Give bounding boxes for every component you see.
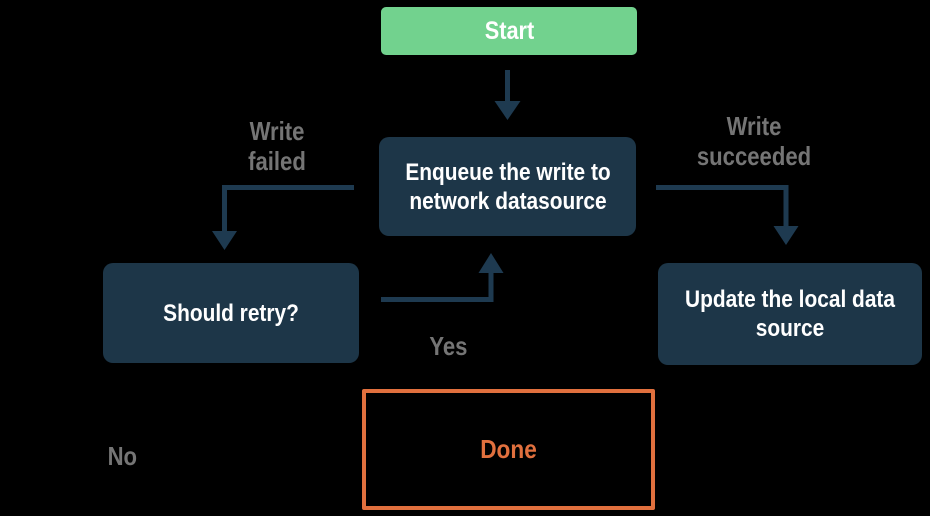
node-update-local-source: Update the local data source (658, 263, 922, 365)
edge-label-no-text: No (107, 441, 137, 471)
edge-label-write-succeeded-text: Write succeeded (696, 111, 812, 171)
arrow-write-succeeded-head (773, 226, 799, 245)
node-should-retry: Should retry? (103, 263, 359, 363)
arrow-write-failed-head (212, 231, 237, 250)
edge-label-yes: Yes (373, 331, 523, 361)
arrow-write-succeeded-elbow (656, 185, 799, 245)
node-done: Done (362, 389, 655, 510)
arrow-yes-head (478, 253, 504, 273)
node-enqueue-write: Enqueue the write to network datasource (379, 137, 636, 236)
node-update-local-source-label: Update the local data source (684, 286, 895, 342)
node-enqueue-write-label: Enqueue the write to network datasource (404, 158, 611, 215)
edge-label-write-failed-text: Write failed (248, 116, 306, 176)
arrow-write-failed-line (222, 185, 354, 232)
arrow-start-to-enqueue (494, 70, 521, 120)
node-start-label: Start (484, 16, 534, 45)
arrow-write-succeeded-line (656, 185, 789, 227)
node-should-retry-label: Should retry? (163, 299, 299, 327)
edge-label-write-succeeded: Write succeeded (679, 111, 829, 171)
node-done-label: Done (480, 434, 537, 464)
edge-label-yes-text: Yes (428, 331, 468, 361)
edge-label-write-failed: Write failed (202, 116, 352, 176)
node-start: Start (381, 7, 637, 55)
arrow-yes-retry-to-enqueue (381, 253, 504, 302)
arrow-start-to-enqueue-head (494, 101, 521, 120)
arrow-yes-line (381, 272, 494, 302)
arrow-write-failed-elbow (212, 185, 354, 250)
edge-label-no: No (47, 441, 197, 471)
